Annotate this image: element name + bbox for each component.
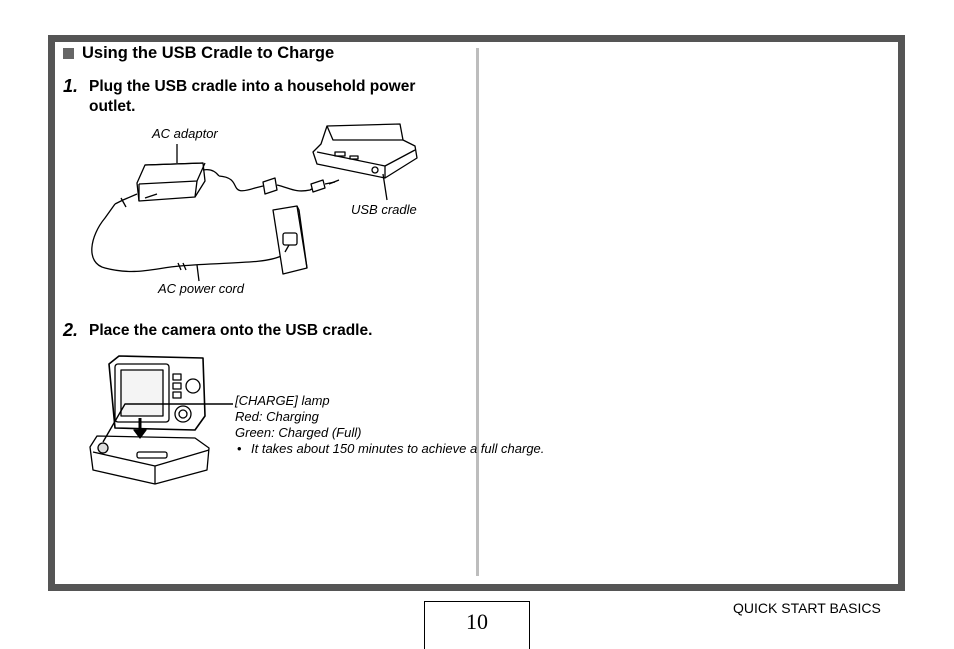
charge-time-note-text: It takes about 150 minutes to achieve a … — [251, 441, 545, 456]
charge-lamp-green: Green: Charged (Full) — [235, 425, 362, 440]
step-1-text: Plug the USB cradle into a household pow… — [89, 78, 416, 115]
step-1-number: 1. — [63, 76, 79, 96]
section-title: Using the USB Cradle to Charge — [63, 44, 334, 63]
square-bullet-icon — [63, 48, 74, 59]
step-2-text: Place the camera onto the USB cradle. — [89, 322, 373, 339]
charge-lamp-title: [CHARGE] lamp — [235, 393, 330, 408]
camera-on-cradle-illustration — [89, 355, 233, 485]
step-2-number: 2. — [63, 320, 79, 340]
page-number: 10 — [424, 601, 530, 649]
label-ac-power-cord: AC power cord — [158, 281, 244, 296]
section-title-text: Using the USB Cradle to Charge — [82, 44, 335, 62]
footer-section-name: QUICK START BASICS — [733, 600, 881, 616]
step-1: 1. Plug the USB cradle into a household … — [63, 76, 463, 121]
charge-lamp-callout: [CHARGE] lamp Red: Charging Green: Charg… — [235, 393, 544, 457]
charge-time-note: • It takes about 150 minutes to achieve … — [235, 441, 544, 457]
charge-lamp-red: Red: Charging — [235, 409, 319, 424]
usb-cradle-power-diagram — [91, 123, 418, 282]
label-usb-cradle: USB cradle — [351, 202, 417, 217]
step-2: 2. Place the camera onto the USB cradle. — [63, 320, 463, 343]
column-divider — [476, 48, 479, 576]
label-ac-adaptor: AC adaptor — [152, 126, 218, 141]
bullet-icon: • — [237, 441, 242, 456]
